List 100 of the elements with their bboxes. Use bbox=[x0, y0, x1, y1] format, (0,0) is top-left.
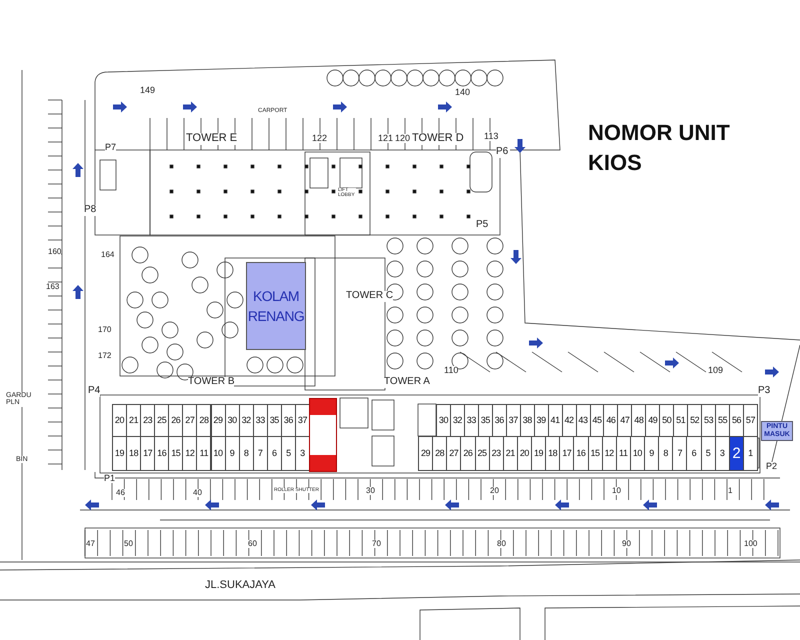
parking-number: 172 bbox=[98, 352, 112, 360]
parking-number: 160 bbox=[48, 248, 62, 256]
parking-number: 122 bbox=[312, 134, 328, 144]
parking-number: 120 bbox=[395, 134, 410, 144]
parking-number: 110 bbox=[444, 366, 458, 376]
kiosk-unit bbox=[112, 404, 128, 437]
unit-number: 29 bbox=[213, 416, 223, 425]
unit-number: 19 bbox=[114, 449, 124, 458]
store-unit bbox=[309, 398, 337, 472]
parking-number: 1 bbox=[728, 487, 732, 496]
kiosk-unit bbox=[742, 436, 758, 471]
unit-number: 37 bbox=[508, 416, 518, 425]
kiosk-unit bbox=[196, 404, 212, 437]
unit-number: 7 bbox=[258, 449, 263, 458]
parking-number: 121 bbox=[378, 134, 394, 144]
unit-number: 33 bbox=[256, 416, 265, 425]
kiosk-unit bbox=[418, 436, 434, 471]
unit-number: 10 bbox=[213, 449, 223, 458]
pillar-label: P1 bbox=[104, 474, 116, 484]
unit-number: 9 bbox=[649, 449, 654, 458]
unit-number: 28 bbox=[199, 416, 209, 425]
unit-number: 51 bbox=[676, 416, 686, 425]
pillar-label: P8 bbox=[84, 205, 96, 216]
parking-number: 60 bbox=[248, 540, 257, 548]
unit-number: 47 bbox=[620, 416, 630, 425]
unit-number: 29 bbox=[420, 449, 430, 458]
unit-number: 53 bbox=[704, 416, 714, 425]
unit-number: 23 bbox=[143, 416, 152, 425]
kiosk-unit bbox=[210, 436, 226, 471]
unit-number: 11 bbox=[619, 449, 628, 458]
parking-number: 90 bbox=[622, 540, 631, 548]
parking-number: 170 bbox=[98, 326, 112, 334]
parking-number: 47 bbox=[86, 540, 95, 548]
unit-number: 5 bbox=[706, 449, 710, 458]
unit-number: 36 bbox=[494, 416, 504, 425]
unit-number: 6 bbox=[272, 449, 277, 458]
pillar-label: P3 bbox=[758, 386, 770, 396]
unit-number: 50 bbox=[662, 416, 672, 425]
unit-number: 15 bbox=[590, 449, 600, 458]
parking-number: 46 bbox=[116, 489, 125, 498]
unit-number: 12 bbox=[604, 449, 614, 458]
swimming-pool bbox=[246, 262, 306, 350]
unit-number: 35 bbox=[270, 416, 279, 425]
parking-number: 163 bbox=[46, 283, 60, 292]
unit-number: 3 bbox=[300, 449, 305, 458]
pillar-label: P2 bbox=[766, 462, 778, 472]
tower-name: TOWER A bbox=[384, 377, 430, 388]
unit-number: 20 bbox=[114, 416, 124, 425]
unit-number: 45 bbox=[592, 416, 602, 425]
kiosk-unit bbox=[196, 436, 212, 471]
highlighted-kiosk-unit bbox=[728, 436, 744, 471]
unit-number: 30 bbox=[227, 416, 237, 425]
parking-number: 164 bbox=[101, 251, 114, 260]
unit-number: 43 bbox=[578, 416, 588, 425]
unit-number: 16 bbox=[576, 449, 586, 458]
tower-name: TOWER E bbox=[186, 133, 238, 145]
unit-number: 55 bbox=[718, 416, 728, 425]
kiosk-unit bbox=[210, 404, 226, 437]
parking-number: 70 bbox=[372, 540, 381, 548]
unit-number: 46 bbox=[606, 416, 616, 425]
unit-number: 30 bbox=[438, 416, 448, 425]
pillar-label: P4 bbox=[88, 386, 100, 396]
unit-number: 27 bbox=[185, 416, 194, 425]
unit-number: 17 bbox=[143, 449, 152, 458]
unit-number: 49 bbox=[648, 416, 658, 425]
unit-number: 19 bbox=[534, 449, 544, 458]
unit-number: 42 bbox=[564, 416, 574, 425]
unit-number: 37 bbox=[298, 416, 308, 425]
parking-number: 40 bbox=[193, 489, 202, 498]
parking-number: 109 bbox=[708, 366, 724, 376]
tower-name: TOWER B bbox=[188, 377, 234, 388]
unit-number: 2 bbox=[732, 446, 740, 461]
unit-number: 8 bbox=[244, 449, 248, 458]
parking-number: 50 bbox=[124, 540, 133, 548]
unit-number: 48 bbox=[634, 416, 644, 425]
kiosk-unit bbox=[432, 436, 448, 471]
pool-label: KOLAM RENANG bbox=[247, 287, 305, 326]
unit-number: 33 bbox=[466, 416, 476, 425]
pillar-label: P5 bbox=[476, 220, 488, 230]
parking-number: 10 bbox=[612, 487, 621, 496]
kiosk-unit bbox=[112, 436, 128, 471]
unit-number: 27 bbox=[449, 449, 458, 458]
unit-number: 20 bbox=[520, 449, 530, 458]
unit-number: 57 bbox=[746, 416, 756, 425]
unit-number: 18 bbox=[548, 449, 558, 458]
pillar-label: P6 bbox=[496, 147, 508, 158]
unit-number: 5 bbox=[286, 449, 291, 458]
unit-number: 17 bbox=[562, 449, 572, 458]
unit-number: 25 bbox=[157, 416, 166, 425]
unit-number: 28 bbox=[435, 449, 444, 458]
unit-number: 52 bbox=[690, 416, 700, 425]
unit-number: 6 bbox=[692, 449, 696, 458]
unit-number: 26 bbox=[463, 449, 473, 458]
unit-number: 38 bbox=[522, 416, 532, 425]
unit-number: 23 bbox=[492, 449, 501, 458]
unit-number: 32 bbox=[452, 416, 462, 425]
unit-number: 9 bbox=[230, 449, 234, 458]
unit-number: 10 bbox=[632, 449, 642, 458]
parking-number: 30 bbox=[366, 487, 375, 496]
parking-number: 100 bbox=[744, 540, 758, 548]
